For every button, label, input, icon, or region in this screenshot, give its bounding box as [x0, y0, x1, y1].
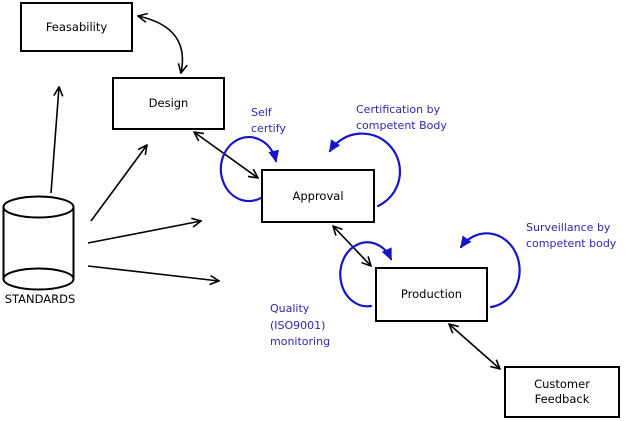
- loop-surveillance-competent-body: [459, 232, 521, 309]
- arrow-approval-production: [333, 226, 371, 266]
- node-design-label: Design: [148, 96, 189, 110]
- arrow-standards-approval: [87, 221, 201, 244]
- node-production-label: Production: [400, 287, 463, 301]
- node-customer-feedback-label-line2: Feedback: [534, 392, 590, 406]
- annotation-line: certify: [251, 122, 286, 135]
- node-approval: Approval: [261, 169, 375, 223]
- loop-self-certify: [219, 135, 279, 203]
- arrow-design-approval: [194, 132, 258, 178]
- arrow-production-customer-feedback: [449, 324, 500, 369]
- annotation-line: (ISO9001): [270, 318, 326, 332]
- annotation-line: Surveillance by: [526, 221, 611, 234]
- node-production: Production: [375, 267, 488, 322]
- node-approval-label: Approval: [292, 188, 344, 203]
- loop-quality-monitoring: [339, 241, 393, 308]
- node-feasability-label: Feasability: [45, 19, 108, 34]
- annotation-line: monitoring: [270, 335, 331, 348]
- node-design: Design: [112, 77, 225, 130]
- standards-label: STANDARDS: [4, 292, 76, 306]
- loop-certification-competent-body: [328, 132, 402, 208]
- annotation-quality-monitoring: Quality (ISO9001) monitoring: [270, 301, 330, 351]
- annotation-certification: Certification by competent Body: [356, 102, 447, 134]
- node-feasability: Feasability: [20, 2, 133, 52]
- database-cylinder-icon: [2, 195, 75, 291]
- node-customer-feedback-label-line1: Customer: [534, 377, 590, 391]
- annotation-line: Certification by: [356, 103, 441, 116]
- annotation-self-certify: Self certify: [251, 105, 286, 137]
- annotation-line: Quality: [270, 302, 310, 315]
- annotation-surveillance: Surveillance by competent body: [526, 220, 616, 252]
- annotation-line: competent body: [526, 237, 617, 250]
- arrow-standards-design: [90, 145, 147, 222]
- arrow-standards-feasability: [50, 87, 59, 194]
- arrow-feasability-design: [138, 16, 182, 73]
- arrow-standards-production: [87, 265, 219, 281]
- annotation-line: Self: [251, 106, 272, 119]
- annotation-line: competent Body: [356, 119, 447, 132]
- node-customer-feedback: Customer Feedback: [504, 366, 620, 418]
